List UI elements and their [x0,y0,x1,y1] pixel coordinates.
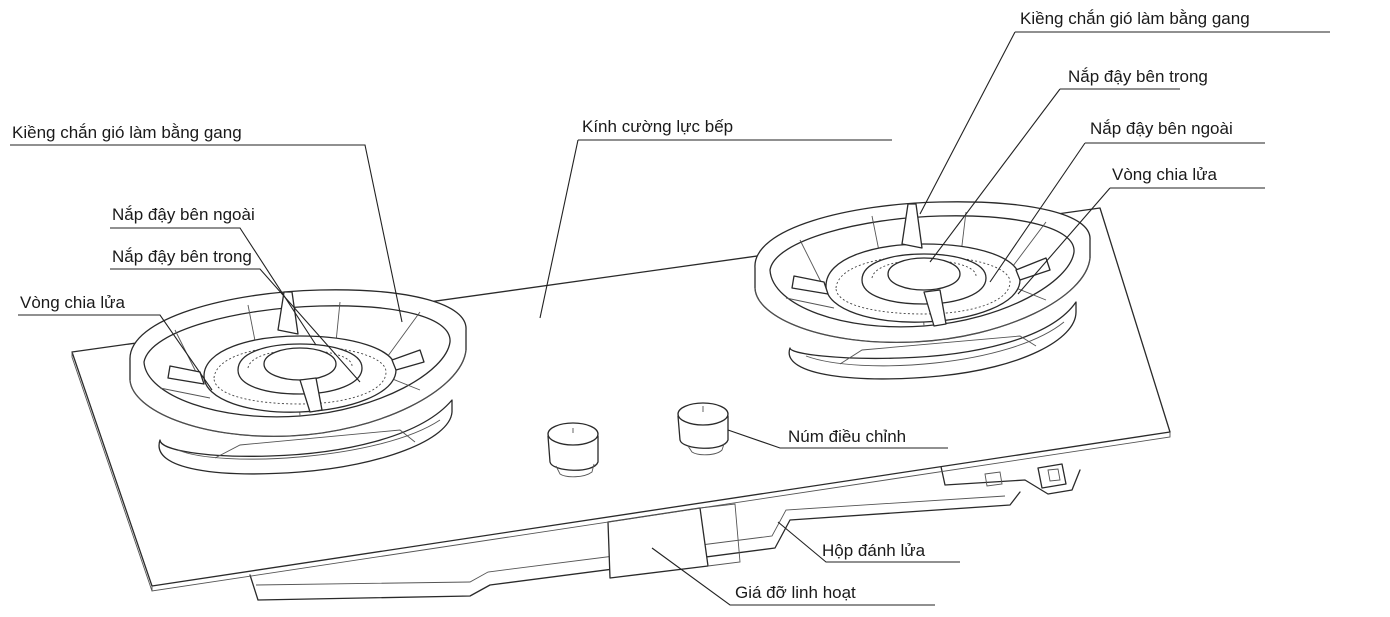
knob-right [677,402,729,456]
knob-left [547,422,599,478]
leader-lines [10,31,1330,606]
ignition-box-drawing [984,463,1067,489]
label-left-burner-ring: Vòng chia lửa [20,293,125,312]
support-bracket-drawing [607,503,741,579]
label-right-inner-cap: Nắp đậy bên trong [1068,67,1208,86]
label-right-grate: Kiềng chắn gió làm bằng gang [1020,9,1250,28]
label-left-outer-cap: Nắp đậy bên ngoài [112,205,255,224]
labels: Kiềng chắn gió làm bằng gang Nắp đậy bên… [12,9,1250,602]
label-left-inner-cap: Nắp đậy bên trong [112,247,252,266]
label-knob: Núm điều chỉnh [788,427,906,446]
label-left-grate: Kiềng chắn gió làm bằng gang [12,123,242,142]
label-right-burner-ring: Vòng chia lửa [1112,165,1217,184]
right-burner [754,201,1091,380]
label-support-bracket: Giá đỡ linh hoạt [735,583,856,602]
left-burner [129,289,467,475]
label-ignition-box: Hộp đánh lửa [822,541,926,560]
label-glass-top: Kính cường lực bếp [582,117,733,136]
label-right-outer-cap: Nắp đậy bên ngoài [1090,119,1233,138]
